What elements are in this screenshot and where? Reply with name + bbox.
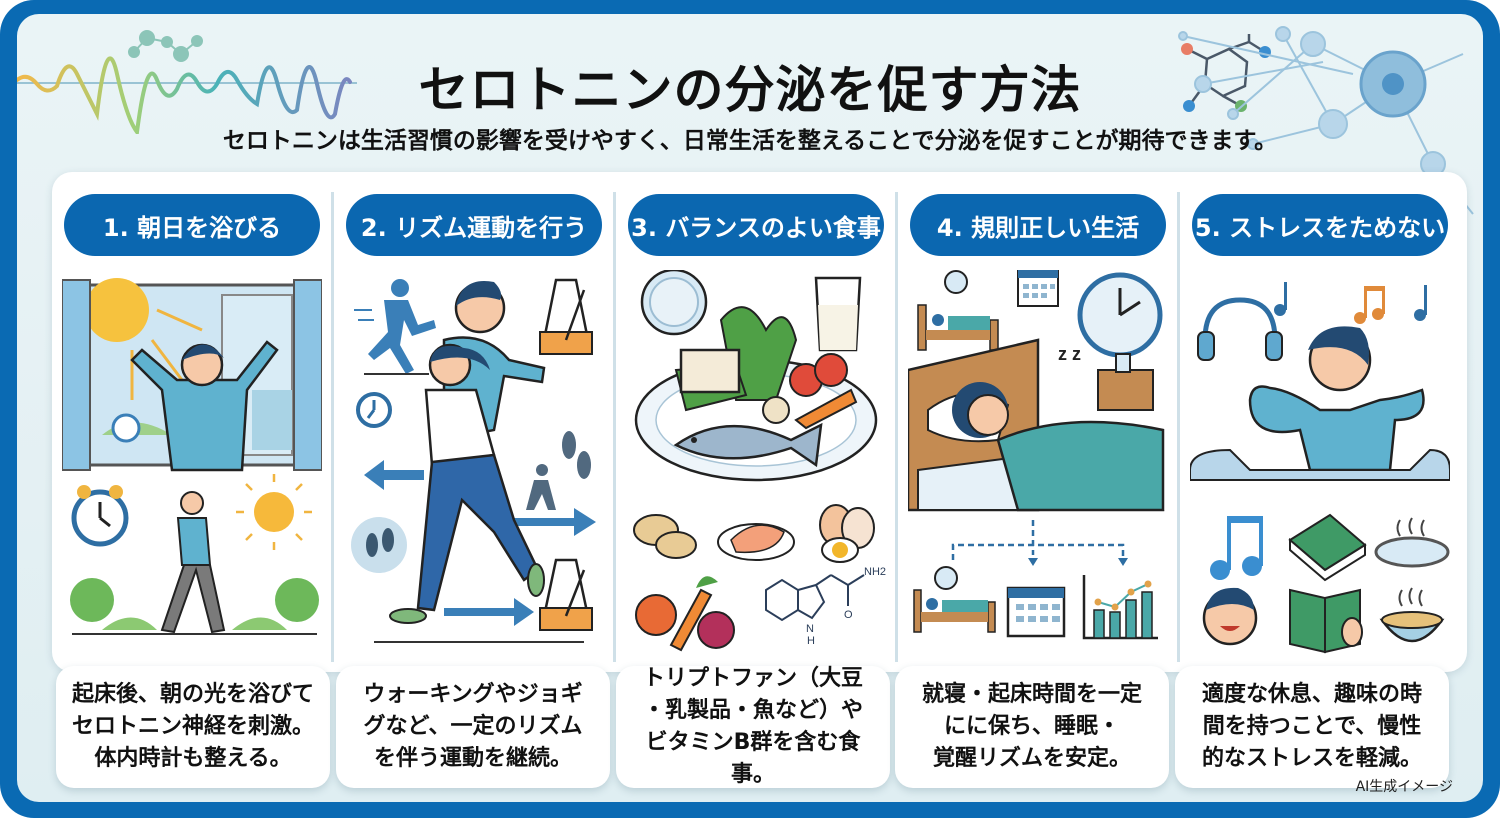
bed-icon — [913, 589, 996, 633]
method-2-description: ウォーキングやジョギ グなど、一定のリズム を伴う運動を継続。 — [336, 666, 610, 788]
column-divider — [613, 192, 616, 662]
methods-panel: 1. 朝日を浴びる — [52, 172, 1467, 672]
method-column-5: 5. ストレスをためない — [1180, 172, 1459, 672]
balanced-meal-icon: NH2 N H O — [633, 270, 886, 652]
book-icon — [1288, 513, 1367, 582]
running-people-icon — [351, 278, 596, 643]
music-note-icon — [1354, 286, 1385, 324]
smiling-face-icon — [1202, 587, 1258, 646]
footprints-icon — [562, 431, 576, 459]
arrow-left-icon — [364, 460, 424, 490]
method-1-description: 起床後、朝の光を浴びて セロトニン神経を刺激。 体内時計も整える。 — [56, 666, 330, 788]
walking-person-icon — [526, 464, 556, 510]
milk-glass-icon — [814, 276, 862, 352]
food-bowl-icon — [1379, 587, 1445, 643]
svg-text:H: H — [807, 635, 815, 647]
method-1-heading: 1. 朝日を浴びる — [64, 194, 320, 256]
bar-chart-icon — [1082, 575, 1158, 640]
arrow-right-icon — [514, 508, 596, 536]
svg-text:z z: z z — [1058, 344, 1081, 364]
beans-icon — [633, 514, 697, 559]
method-column-4: 4. 規則正しい生活 — [898, 172, 1177, 672]
fish-icon — [673, 422, 823, 468]
svg-text:N: N — [806, 623, 814, 635]
ai-generated-credit: AI生成イメージ — [1355, 779, 1453, 795]
eggs-icon — [819, 504, 875, 563]
method-column-1: 1. 朝日を浴びる — [52, 172, 331, 672]
svg-text:NH2: NH2 — [864, 566, 886, 578]
running-person-icon — [354, 279, 436, 375]
calendar-icon — [1006, 586, 1066, 638]
calendar-icon — [1017, 270, 1059, 307]
sun-icon — [236, 474, 312, 550]
hot-bath-icon — [1374, 517, 1450, 568]
relaxation-icon — [1190, 282, 1450, 654]
page-subtitle: セロトニンは生活習慣の影響を受けやすく、日常生活を整えることで分泌を促すことが期… — [222, 128, 1278, 154]
reading-icon — [1289, 588, 1363, 654]
infographic-body: セロトニンの分泌を促す方法 セロトニンは生活習慣の影響を受けやすく、日常生活を整… — [17, 14, 1483, 802]
column-divider — [331, 192, 334, 662]
page-title: セロトニンの分泌を促す方法 — [418, 61, 1082, 119]
vegetables-icon — [635, 576, 735, 652]
svg-text:O: O — [844, 609, 853, 621]
clock-icon — [356, 392, 392, 428]
arrow-right-icon — [444, 598, 534, 626]
window-sunrise-icon — [62, 278, 322, 635]
method-2-heading: 2. リズム運動を行う — [346, 194, 602, 256]
wall-clock-icon — [1077, 272, 1163, 358]
tryptophan-molecule-icon — [765, 574, 865, 622]
footprints-icon — [351, 517, 407, 573]
music-note-icon — [1274, 282, 1427, 321]
salmon-icon — [717, 523, 795, 561]
method-4-heading: 4. 規則正しい生活 — [910, 194, 1166, 256]
clock-icon — [934, 566, 958, 590]
clock-icon — [944, 270, 968, 294]
column-divider — [895, 192, 898, 662]
method-5-description: 適度な休息、趣味の時 間を持つことで、慢性 的なストレスを軽減。 — [1175, 666, 1449, 788]
bed-icon — [917, 304, 999, 351]
tofu-icon — [679, 348, 741, 394]
regular-sleep-icon: z z — [908, 270, 1165, 640]
walking-person-icon — [160, 491, 226, 634]
method-3-description: トリプトファン（大豆 ・乳製品・魚など）や ビタミンB群を含む食事。 — [616, 666, 890, 788]
headphones-icon — [1202, 297, 1278, 341]
tree-icon — [70, 578, 319, 630]
method-column-2: 2. リズム運動を行う — [334, 172, 613, 672]
metronome-icon — [539, 558, 593, 631]
metronome-icon — [539, 278, 593, 355]
method-5-heading: 5. ストレスをためない — [1192, 194, 1448, 256]
column-divider — [1177, 192, 1180, 662]
method-4-description: 就寝・起床時間を一定 にに保ち、睡眠・ 覚醒リズムを安定。 — [895, 666, 1169, 788]
sleeping-person-icon — [908, 338, 1165, 512]
music-note-icon — [1210, 516, 1263, 580]
method-column-3: 3. バランスのよい食事 — [616, 172, 895, 672]
method-3-heading: 3. バランスのよい食事 — [628, 194, 884, 256]
alarm-clock-icon — [71, 485, 129, 547]
dashed-arrows-icon — [951, 520, 1125, 560]
sound-wave-icon — [17, 30, 357, 134]
